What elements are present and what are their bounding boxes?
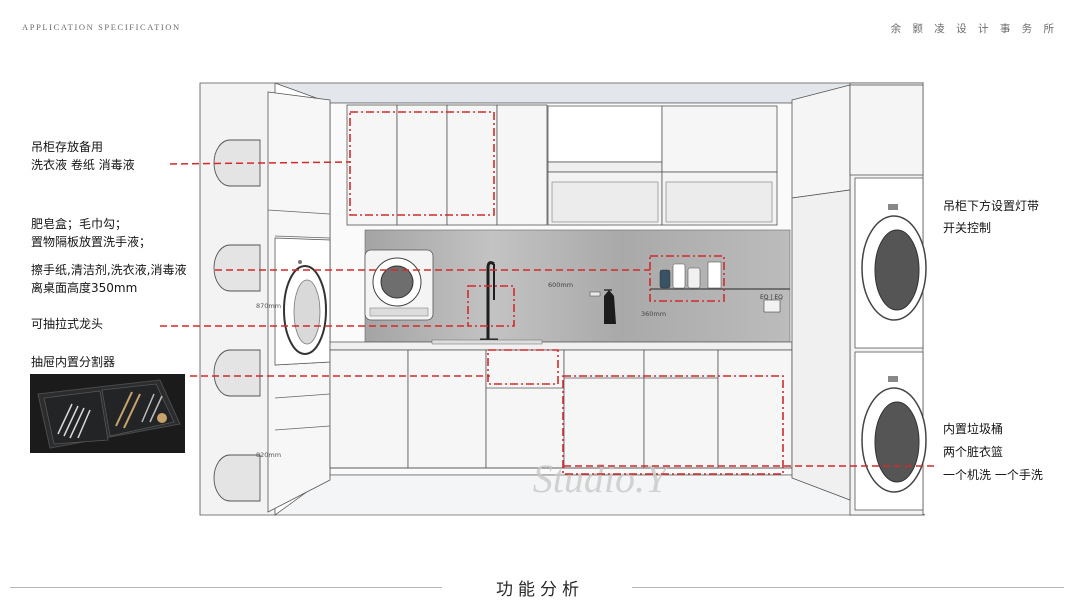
callout-upper-cabinet [349,111,495,216]
right-upper-cabinet [791,84,851,199]
power-socket [763,299,781,313]
leader-lines [160,161,936,467]
callout-faucet [467,285,515,327]
oval-opening [213,349,261,397]
annotation-trash-baskets: 内置垃圾桶 两个脏衣篮 一个机洗 一个手洗 [943,418,1043,487]
annotation-line: 肥皂盒；毛巾勾； [31,217,128,231]
callout-boxes [349,111,784,475]
annotation-line: 擦手纸,清洁剂,洗衣液,消毒液 [31,263,187,277]
callout-drawer [487,349,559,385]
left-wall-oval-openings [213,139,261,502]
base-cabinets [329,349,793,469]
upper-cabinets-left [346,104,548,226]
floor [273,474,926,516]
annotation-light-strip: 吊柜下方设置灯带 开关控制 [943,195,1039,239]
dimension-820: 820mm [256,451,281,459]
annotation-line: 离桌面高度350mm [31,281,138,295]
annotation-line: 置物隔板放置洗手液； [31,235,152,249]
shelf-bottles [659,261,722,289]
drawer-divider-illustration [37,379,181,449]
annotation-line: 一个机洗 一个手洗 [943,468,1043,482]
hood-strip [547,161,663,173]
annotation-line: 抽屉内置分割器 [31,355,116,369]
socket-label: EQ | EQ [760,294,783,301]
watermark: Studio.Y [533,456,671,501]
annotation-upper-cabinet: 吊柜存放备用 洗衣液 卷纸 消毒液 [31,138,135,174]
right-lower-washing-machine [854,351,927,511]
left-washing-machine [274,237,331,366]
wall-mini-washer [364,249,434,321]
annotation-line: 内置垃圾桶 [943,422,1004,436]
annotation-line: 可抽拉式龙头 [31,317,104,331]
annotation-line: 吊柜下方设置灯带 [943,199,1040,213]
oval-opening [213,454,261,502]
towel-hook [604,289,616,324]
upper-cabinet-right [661,105,778,173]
dimension-600: 600mm [548,281,573,289]
countertop [329,341,793,351]
footer-divider-left [10,587,442,588]
header-right-studio-name: 余 颢 凌 设 计 事 务 所 [890,23,1058,35]
left-wall [199,82,276,516]
drawer-divider-photo [30,374,185,453]
annotation-line: 两个脏衣篮 [943,445,1004,459]
annotation-line: 洗衣液 卷纸 消毒液 [31,158,135,172]
annotation-soap-towel: 肥皂盒；毛巾勾； 置物隔板放置洗手液； [31,215,151,251]
sink-basin [431,339,543,345]
soap-dish [589,291,601,297]
annotation-line: 吊柜存放备用 [31,140,104,154]
hood-panel [547,105,663,163]
annotation-drawer-divider: 抽屉内置分割器 [31,353,115,371]
right-side-panel [791,189,851,501]
footer-title: 功能分析 [496,580,584,600]
callout-shelf [649,255,725,302]
header-left-title: APPLICATION SPECIFICATION [22,22,181,32]
annotation-line: 开关控制 [943,221,992,235]
dimension-870: 870mm [256,302,281,310]
annotation-shelf-height: 擦手纸,清洁剂,洗衣液,消毒液 离桌面高度350mm [31,261,186,297]
callout-base-cabinet [562,375,784,475]
footer-divider-right [632,587,1064,588]
dimension-360: 360mm [641,310,666,318]
right-upper-washing-machine [854,177,927,349]
oval-opening [213,244,261,292]
annotation-faucet: 可抽拉式龙头 [31,315,103,333]
